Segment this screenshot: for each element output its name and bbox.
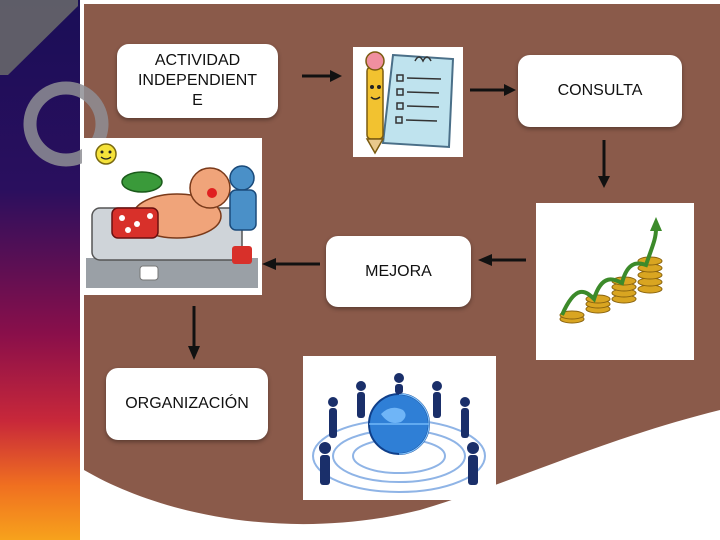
node-mejora: MEJORA (326, 236, 471, 307)
arrow-growth-to-mejora (478, 254, 526, 266)
arrow-patient-to-organizacion (188, 306, 200, 360)
checklist-image (353, 47, 463, 157)
node-consulta: CONSULTA (518, 55, 682, 127)
people-globe-image (303, 356, 496, 500)
node-organizacion: ORGANIZACIÓN (106, 368, 268, 440)
arrow-mejora-to-patient (262, 258, 320, 270)
arrow-consulta-to-growth (598, 140, 610, 188)
arrow-checklist-to-consulta (470, 84, 516, 96)
patient-cartoon-image (82, 138, 262, 295)
arrow-actividad-to-checklist (302, 70, 342, 82)
node-actividad-independiente: ACTIVIDAD INDEPENDIENT E (117, 44, 278, 118)
growth-coins-image (536, 203, 694, 360)
